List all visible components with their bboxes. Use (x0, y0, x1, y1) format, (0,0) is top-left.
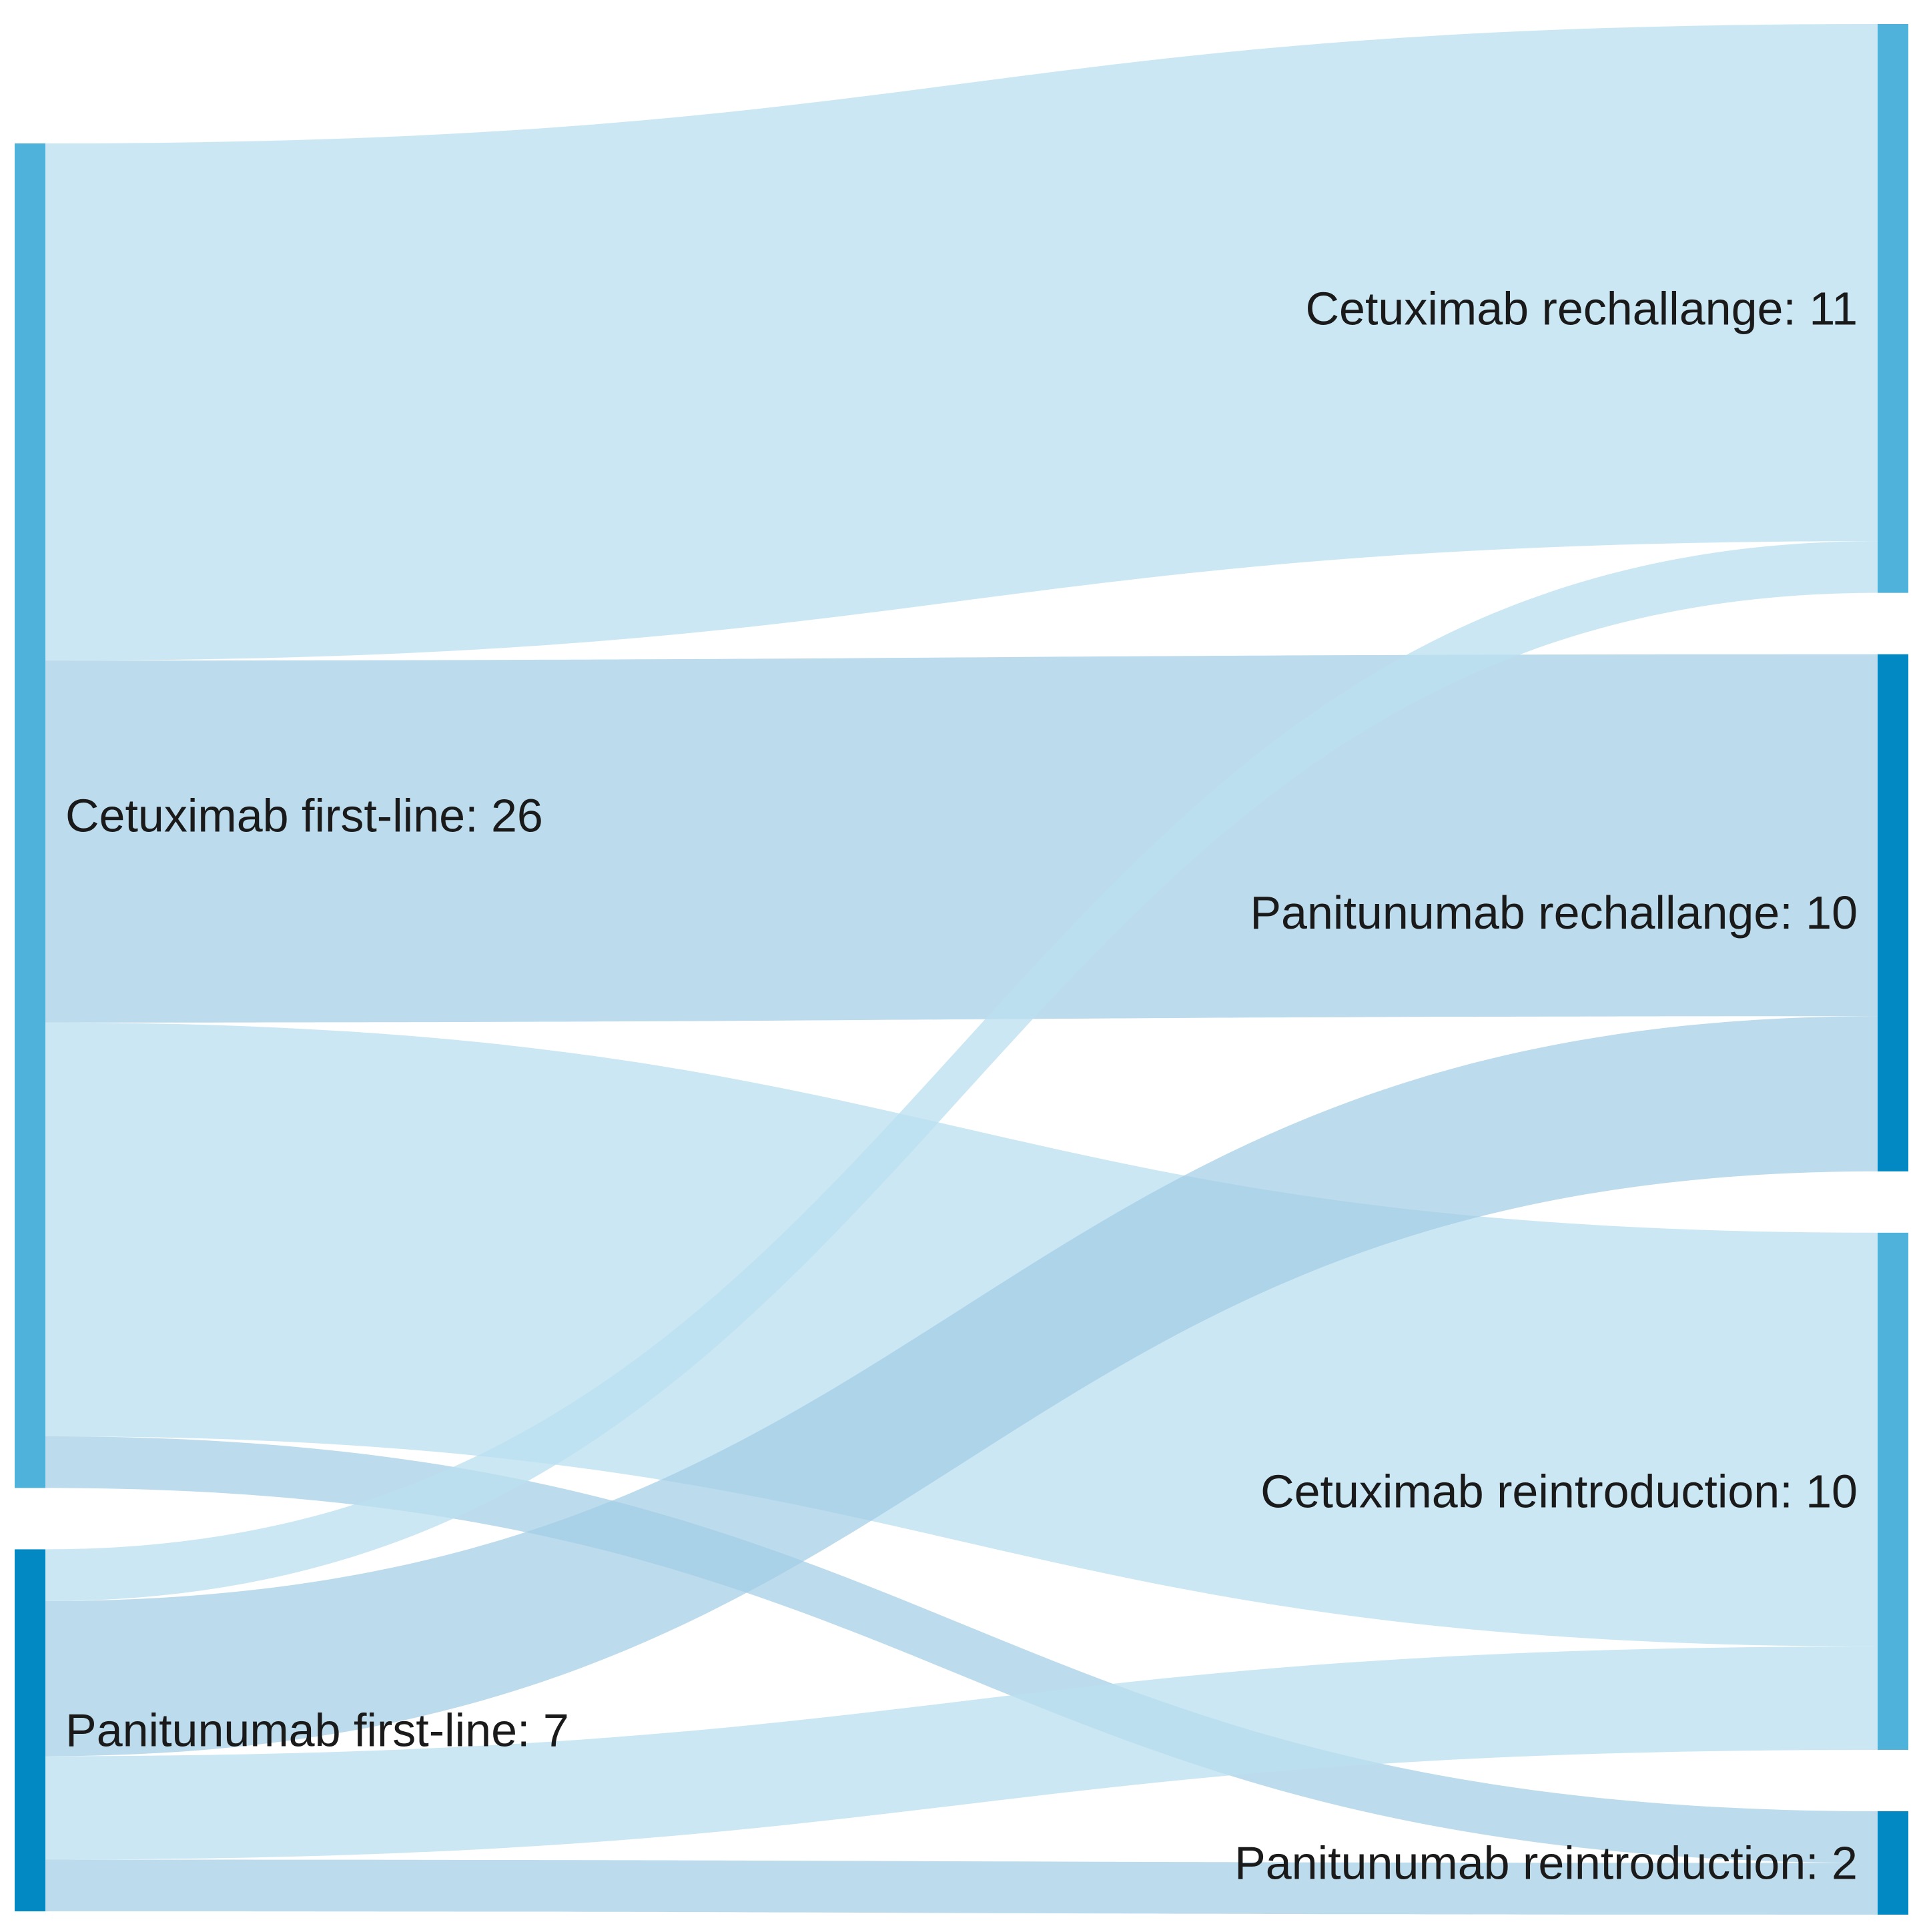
label-cetux_reintro: Cetuximab reintroduction: 10 (1260, 1465, 1858, 1517)
node-cetux_reintro (1878, 1232, 1908, 1750)
link-panit_first-to-cetux_rechal (45, 541, 1878, 1601)
node-panit_first (15, 1549, 45, 1911)
link-cetux_first-to-panit_rechal (45, 654, 1878, 1023)
label-cetux_rechal: Cetuximab rechallange: 11 (1305, 282, 1858, 334)
nodes-layer (15, 24, 1908, 1915)
link-cetux_first-to-cetux_rechal (45, 24, 1878, 661)
node-panit_rechal (1878, 654, 1908, 1171)
node-cetux_rechal (1878, 24, 1908, 593)
link-panit_first-to-panit_reintro (45, 1859, 1878, 1915)
node-panit_reintro (1878, 1811, 1908, 1915)
link-panit_first-to-panit_rechal (45, 1016, 1878, 1757)
link-cetux_first-to-panit_reintro (45, 1436, 1878, 1863)
label-panit_reintro: Panitunumab reintroduction: 2 (1234, 1837, 1858, 1889)
labels-layer: Cetuximab first-line: 26 Panitunumab firs… (65, 282, 1858, 1889)
links-layer (45, 24, 1878, 1915)
link-panit_first-to-cetux_reintro (45, 1646, 1878, 1860)
label-panit_first: Panitunumab first-line: 7 (65, 1705, 569, 1757)
label-cetux_first: Cetuximab first-line: 26 (65, 790, 543, 842)
node-cetux_first (15, 143, 45, 1488)
label-panit_rechal: Panitunumab rechallange: 10 (1250, 887, 1858, 939)
